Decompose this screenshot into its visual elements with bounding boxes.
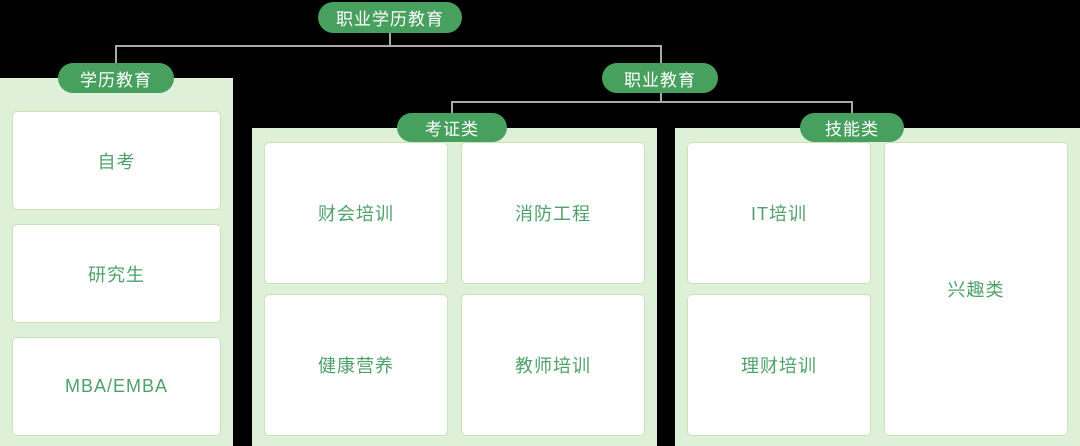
card-it-peixun[interactable]: IT培训	[687, 142, 871, 284]
card-zikao[interactable]: 自考	[12, 111, 221, 210]
connector-to-xueli	[115, 45, 117, 64]
card-label: 自考	[97, 151, 136, 172]
card-grid-jineng: IT培训 兴趣类 理财培训	[687, 142, 1068, 436]
node-jineng-lei[interactable]: 技能类	[800, 113, 904, 142]
card-label: 消防工程	[515, 204, 591, 224]
connector-to-jineng	[851, 101, 853, 115]
connector-root-down	[389, 33, 391, 46]
panel-kaozheng-lei: 财会培训 消防工程 健康营养 教师培训	[252, 128, 657, 446]
connector-level2-bar	[116, 45, 662, 47]
card-mba-emba[interactable]: MBA/EMBA	[12, 337, 221, 436]
node-root[interactable]: 职业学历教育	[318, 2, 462, 33]
card-grid-kaozheng: 财会培训 消防工程 健康营养 教师培训	[264, 142, 645, 436]
node-label: 学历教育	[80, 70, 152, 90]
card-xiaofang-gongcheng[interactable]: 消防工程	[461, 142, 645, 284]
connector-zhiye-down	[660, 93, 662, 102]
node-label: 技能类	[825, 120, 879, 139]
node-label: 职业教育	[624, 70, 696, 90]
card-label: 兴趣类	[947, 280, 1005, 300]
node-zhiye-jiaoyu[interactable]: 职业教育	[602, 63, 718, 93]
card-jiankang-yingyang[interactable]: 健康营养	[264, 294, 448, 436]
node-root-label: 职业学历教育	[336, 10, 444, 29]
panel-xueli-jiaoyu: 自考 研究生 MBA/EMBA	[0, 78, 233, 446]
card-label: IT培训	[751, 204, 807, 224]
connector-level3-bar	[452, 101, 852, 103]
card-yanjiusheng[interactable]: 研究生	[12, 224, 221, 323]
card-label: 财会培训	[318, 204, 394, 224]
panel-jineng-lei: IT培训 兴趣类 理财培训	[675, 128, 1080, 446]
card-caikui-peixun[interactable]: 财会培训	[264, 142, 448, 284]
card-licai-peixun[interactable]: 理财培训	[687, 294, 871, 436]
connector-to-kaozheng	[451, 101, 453, 115]
card-label: 教师培训	[515, 356, 591, 376]
card-label: 研究生	[88, 264, 145, 285]
card-list-xueli: 自考 研究生 MBA/EMBA	[12, 111, 221, 436]
node-kaozheng-lei[interactable]: 考证类	[397, 113, 507, 142]
card-label: 健康营养	[318, 356, 394, 376]
connector-to-zhiye	[660, 45, 662, 64]
node-xueli-jiaoyu[interactable]: 学历教育	[58, 63, 174, 93]
card-label: MBA/EMBA	[64, 376, 169, 396]
card-xingqu-lei[interactable]: 兴趣类	[884, 142, 1068, 436]
node-label: 考证类	[425, 120, 479, 139]
card-jiaoshi-peixun[interactable]: 教师培训	[461, 294, 645, 436]
card-label: 理财培训	[741, 356, 817, 376]
